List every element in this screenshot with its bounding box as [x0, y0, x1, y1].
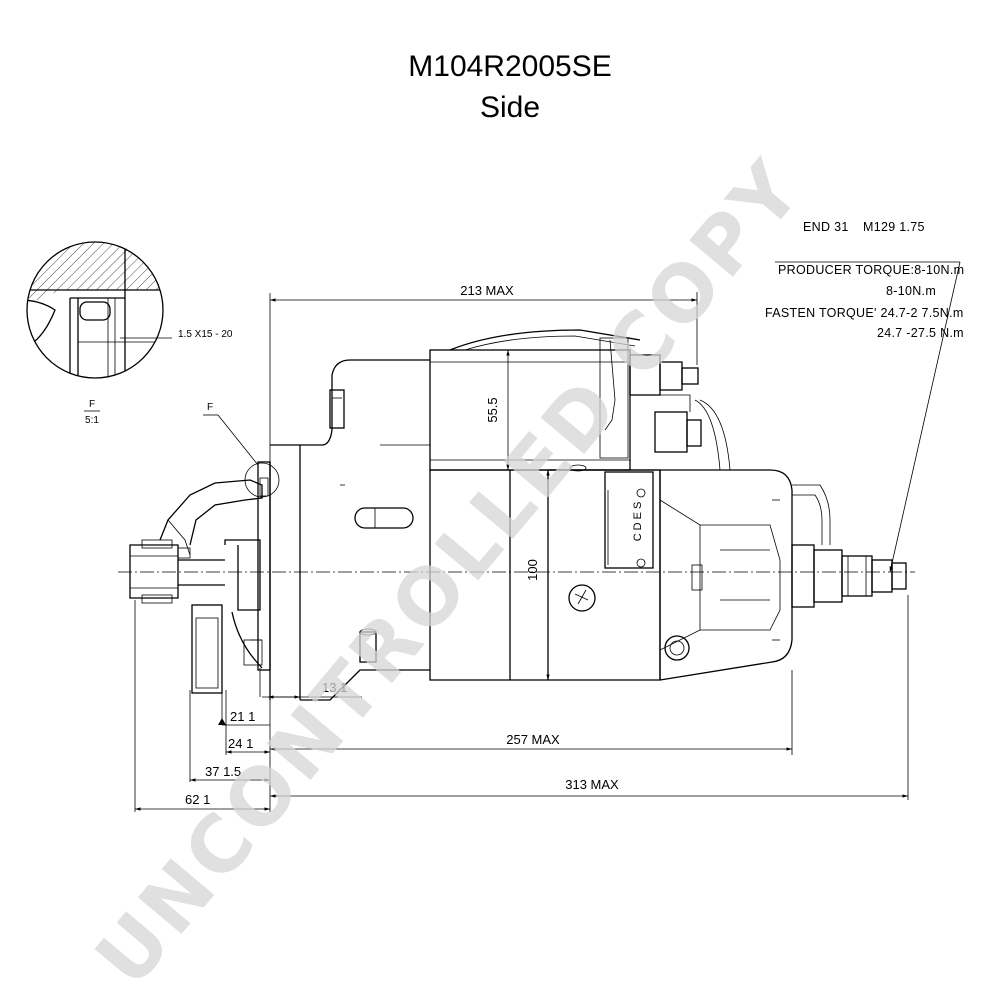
detail-label: F — [89, 399, 95, 410]
dim-313-max: 313 MAX — [270, 777, 908, 798]
dim-21: 21 1 — [218, 709, 270, 726]
dim-257-label: 257 MAX — [506, 732, 560, 747]
callout-label: F — [207, 402, 213, 413]
note-thread: M129 1.75 — [863, 220, 925, 234]
cdes-marking: CDES — [632, 499, 644, 542]
dim-24-label: 24 1 — [228, 736, 253, 751]
note-producer-torque-2: 8-10N.m — [886, 284, 936, 298]
dim-37-label: 37 1.5 — [205, 764, 241, 779]
dim-55-5: 55.5 — [485, 350, 510, 470]
torque-notes: END 31 M129 1.75 PRODUCER TORQUE:8-10N.m… — [765, 220, 964, 573]
dim-24: 24 1 — [226, 736, 270, 754]
dim-257-max: 257 MAX — [270, 732, 792, 751]
note-fasten-torque-2: 24.7 -27.5 N.m — [877, 326, 964, 340]
dim-13-label: 13 1 — [322, 680, 347, 695]
view-title: Side — [480, 91, 540, 124]
detail-f-view: 1.5 X15 - 20 F 5:1 — [26, 241, 233, 426]
detail-scale: 5:1 — [85, 415, 99, 426]
dim-37: 37 1.5 — [190, 764, 270, 782]
dim-213-max: 213 MAX — [270, 283, 697, 302]
dim-213-label: 213 MAX — [460, 283, 514, 298]
dim-62-label: 62 1 — [185, 792, 210, 807]
part-number-title: M104R2005SE — [408, 50, 611, 83]
dim-62: 62 1 — [135, 792, 270, 811]
dim-13: 13 1 — [262, 680, 362, 699]
dim-313-label: 313 MAX — [565, 777, 619, 792]
dim-21-label: 21 1 — [230, 709, 255, 724]
note-producer-torque-1: PRODUCER TORQUE:8-10N.m — [778, 263, 964, 277]
dim-55-5-label: 55.5 — [485, 397, 500, 422]
dim-100: 100 — [525, 470, 550, 680]
detail-dimension: 1.5 X15 - 20 — [178, 329, 233, 340]
dim-100-label: 100 — [525, 559, 540, 581]
note-fasten-torque-1: FASTEN TORQUE' 24.7-2 7.5N.m — [765, 306, 964, 320]
note-end: END 31 — [803, 220, 849, 234]
